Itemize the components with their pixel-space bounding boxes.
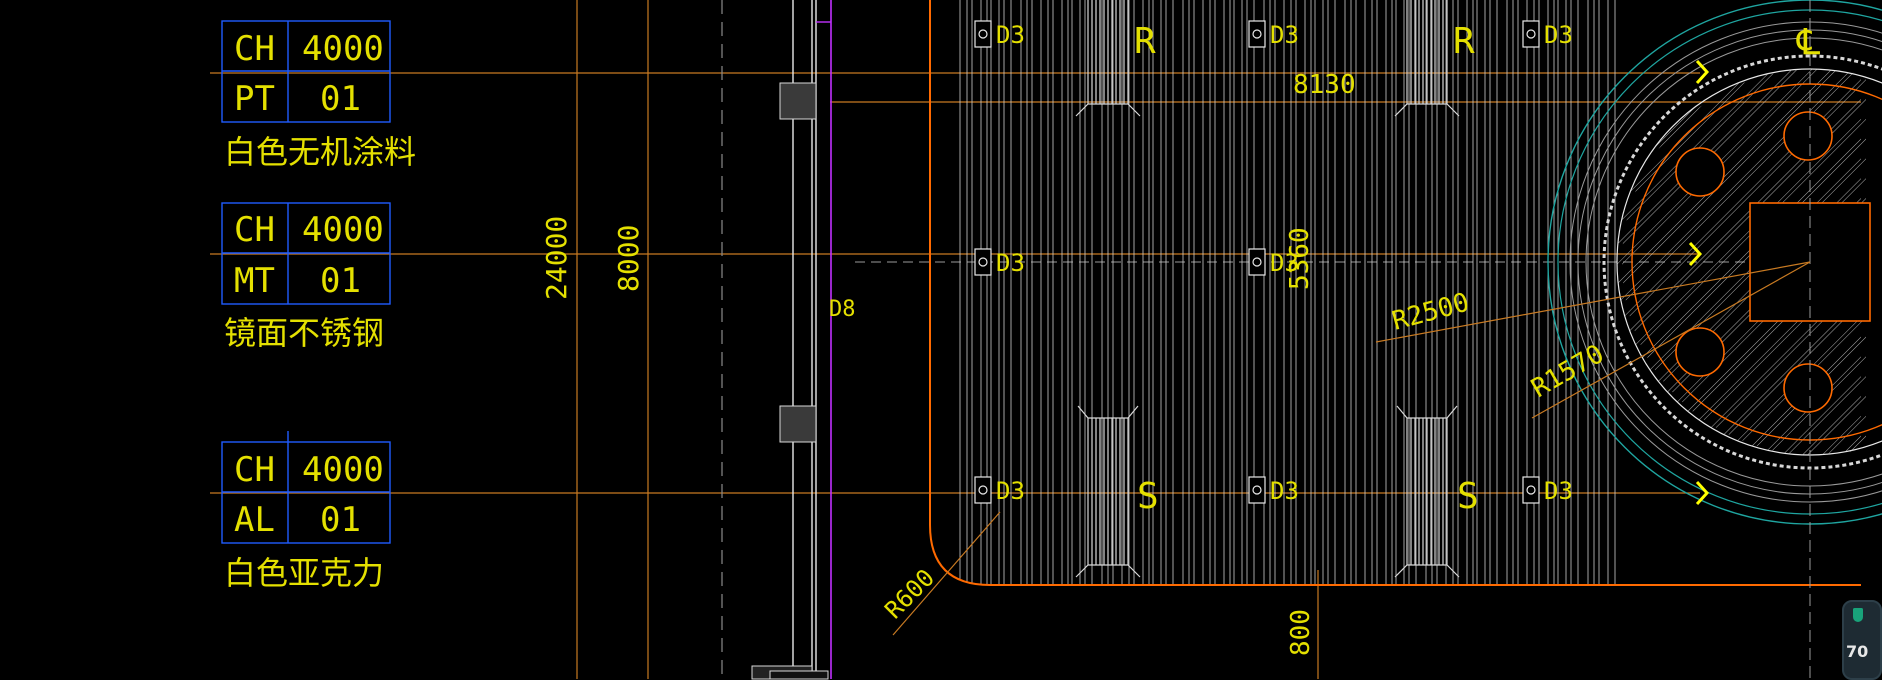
d3-fixture: D3 <box>1248 476 1299 505</box>
material-tag-1[interactable]: CH 4000 PT 01 白色无机涂料 <box>221 20 416 171</box>
tag-value: 4000 <box>302 450 384 490</box>
tag-code: CH <box>234 450 275 490</box>
d3-fixture: D3 <box>974 248 1025 277</box>
radius-leaders <box>892 261 1811 636</box>
d3-label: D3 <box>996 249 1025 277</box>
tag-code: CH <box>234 210 275 250</box>
d3-fixture: D3 <box>974 476 1025 505</box>
tag-type: AL <box>234 500 275 540</box>
dim-top-span: 8130 <box>1293 70 1356 100</box>
d3-label: D3 <box>1544 477 1573 505</box>
material-tag-2[interactable]: CH 4000 MT 01 镜面不锈钢 <box>221 202 391 352</box>
tag-value: 4000 <box>302 29 384 69</box>
d3-label: D3 <box>1270 21 1299 49</box>
badge-value: 70 <box>1846 642 1869 661</box>
circular-feature <box>1547 0 1882 679</box>
dim-mid-span: 5360 <box>1285 227 1315 290</box>
grid-lines-vertical <box>576 0 1319 679</box>
d3-label: D3 <box>1544 21 1573 49</box>
tag-code: CH <box>234 29 275 69</box>
bracket-fixtures <box>1075 0 1460 578</box>
dim-bottom-offset: 800 <box>1286 609 1316 656</box>
tag-number: 01 <box>320 500 361 540</box>
direction-arrows <box>1688 59 1710 506</box>
status-badge[interactable] <box>1842 600 1882 680</box>
d3-label: D3 <box>1270 477 1299 505</box>
tag-type: MT <box>234 261 275 301</box>
d3-fixture: D3 <box>1248 248 1299 277</box>
grid-lines-horizontal <box>210 72 1861 494</box>
shield-icon <box>1853 608 1863 622</box>
centerline-symbol: ℄ <box>1796 22 1820 63</box>
material-name: 白色亚克力 <box>224 554 384 592</box>
mark-r: R <box>1453 21 1475 62</box>
wall-section <box>751 0 832 680</box>
d3-label: D3 <box>996 477 1025 505</box>
mark-r: R <box>1134 21 1156 62</box>
material-tag-3[interactable]: CH 4000 AL 01 白色亚克力 <box>221 431 391 592</box>
column-block <box>779 82 817 120</box>
material-name: 白色无机涂料 <box>224 133 416 171</box>
material-name: 镜面不锈钢 <box>224 314 384 352</box>
d3-label: D3 <box>1270 249 1299 277</box>
tag-value: 4000 <box>302 210 384 250</box>
mark-s: S <box>1457 476 1479 517</box>
d3-label: D3 <box>996 21 1025 49</box>
d3-fixture: D3 <box>1522 20 1573 49</box>
tag-number: 01 <box>320 261 361 301</box>
label-r2500: R2500 <box>1389 288 1472 337</box>
d3-fixture: D3 <box>1248 20 1299 49</box>
column-block <box>779 405 817 443</box>
tag-number: 01 <box>320 79 361 119</box>
mark-s: S <box>1137 476 1159 517</box>
tag-type: PT <box>234 79 275 119</box>
dim-overall-height: 24000 <box>540 216 573 300</box>
dim-section-height: 8000 <box>612 225 645 292</box>
d3-fixture: D3 <box>974 20 1025 49</box>
d3-fixture: D3 <box>1522 476 1573 505</box>
label-d8: D8 <box>829 297 856 322</box>
floor-outline <box>929 0 1861 586</box>
